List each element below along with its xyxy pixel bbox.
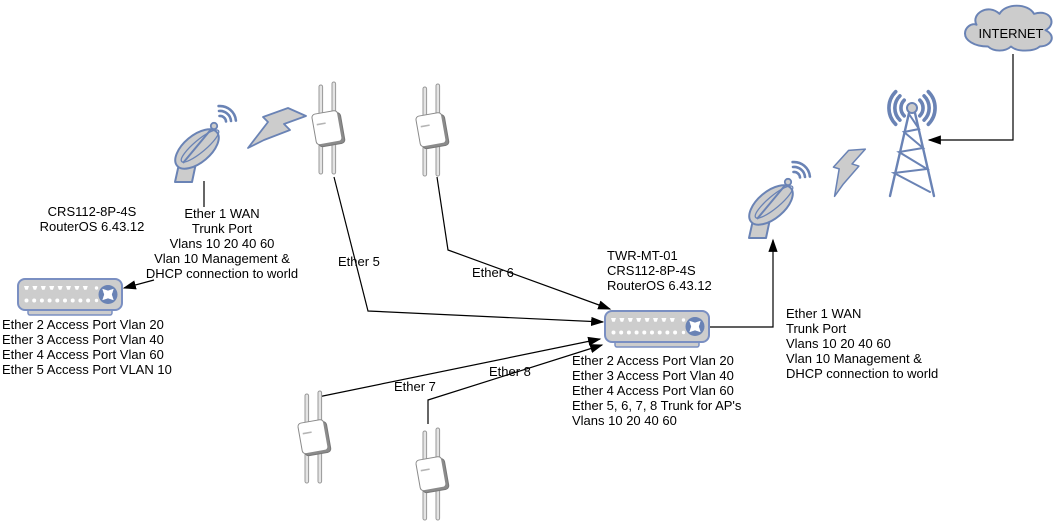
access-point-1-icon [310,81,346,175]
link-ether7-line [317,336,602,398]
wan-note-line: Trunk Port [786,321,847,336]
port-note-line: Ether 5, 6, 7, 8 Trunk for AP's [572,398,742,413]
wan-note-line: Vlan 10 Management & [786,351,922,366]
switch-to-dish-arrow [709,238,778,328]
internet-cloud-icon [963,4,1053,52]
device-os-line: RouterOS 6.43.12 [607,278,712,293]
device-os-line: RouterOS 6.43.12 [39,219,145,234]
link-label-ether8: Ether 8 [489,364,531,379]
left-satellite-dish-icon [167,104,238,184]
tower-switch-ports-note: Ether 2 Access Port Vlan 20 Ether 3 Acce… [572,353,741,428]
link-ether8-line [427,344,604,424]
left-switch-ports-note: Ether 2 Access Port Vlan 20 Ether 3 Acce… [2,317,172,377]
left-lightning-icon [247,107,307,149]
access-point-4-icon [414,427,450,521]
port-note-line: Ether 2 Access Port Vlan 20 [572,353,734,368]
internet-label: INTERNET [978,26,1044,41]
right-lightning-icon [817,142,879,198]
access-point-2-icon [414,83,450,177]
wan-note-line: Trunk Port [191,221,253,236]
left-switch-title: CRS112-8P-4S RouterOS 6.43.12 [32,204,152,234]
tower-switch-icon [605,311,709,347]
port-note-line: Ether 4 Access Port Vlan 60 [2,347,164,362]
device-model-line: CRS112-8P-4S [607,263,696,278]
radio-tower-icon [887,89,937,198]
wan-note-line: Ether 1 WAN [184,206,260,221]
tower-switch-title: TWR-MT-01 CRS112-8P-4S RouterOS 6.43.12 [607,248,712,293]
right-wan-note: Ether 1 WAN Trunk Port Vlans 10 20 40 60… [786,306,938,381]
wan-note-line: Vlans 10 20 40 60 [786,336,891,351]
port-note-line: Ether 3 Access Port Vlan 40 [572,368,734,383]
device-name-line: CRS112-8P-4S [47,204,137,219]
wan-note-line: DHCP connection to world [786,366,939,381]
access-point-3-icon [296,390,332,484]
port-note-line: Ether 5 Access Port VLAN 10 [2,362,172,377]
wan-note-line: Ether 1 WAN [786,306,862,321]
device-name-line: TWR-MT-01 [607,248,678,263]
wan-note-line: DHCP connection to world [145,266,299,281]
wan-note-line: Vlan 10 Management & [154,251,290,266]
wan-left-arrow [122,279,155,290]
link-label-ether7: Ether 7 [394,379,436,394]
port-note-line: Vlans 10 20 40 60 [572,413,677,428]
cloud-to-tower-arrow [927,54,1014,145]
link-label-ether5: Ether 5 [338,254,380,269]
port-note-line: Ether 4 Access Port Vlan 60 [572,383,734,398]
link-ether5-line [333,176,605,327]
link-ether6-line [436,176,612,310]
wan-note-line: Vlans 10 20 40 60 [169,236,275,251]
port-note-line: Ether 3 Access Port Vlan 40 [2,332,164,347]
right-satellite-dish-icon [741,160,812,240]
left-wan-note: Ether 1 WAN Trunk Port Vlans 10 20 40 60… [144,206,300,281]
port-note-line: Ether 2 Access Port Vlan 20 [2,317,164,332]
link-label-ether6: Ether 6 [472,265,514,280]
left-switch-icon [18,279,122,315]
